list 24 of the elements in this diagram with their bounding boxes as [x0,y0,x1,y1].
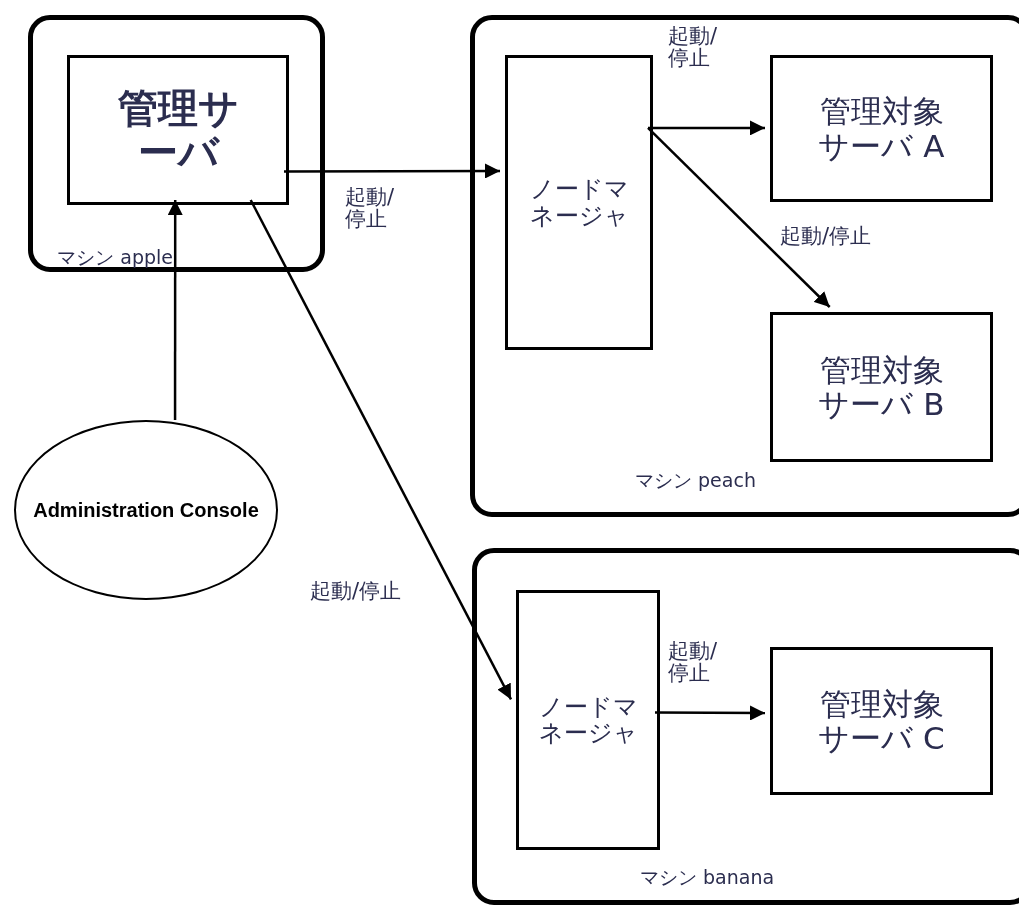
edge-label: 起動/停止 [668,640,719,685]
machine-box [472,548,1019,905]
machine-label: マシン peach [635,468,756,493]
server-box: 管理対象サーバ B [770,312,993,462]
arrow [167,200,183,420]
arrow [648,120,765,136]
console-ellipse: Administration Console [14,420,278,600]
machine-box [28,15,325,272]
server-box: 管理対象サーバ C [770,647,993,795]
edge-label: 起動/停止 [668,25,719,70]
arrow [655,705,765,721]
machine-label: マシン banana [640,865,775,890]
arrow [249,199,513,700]
edge-label: 起動/停止 [780,225,873,248]
server-box: 管理対象サーバ A [770,55,993,202]
edge-label: 起動/停止 [345,186,396,231]
node-manager-box: ノードマネージャ [505,55,653,350]
machine-box [470,15,1019,517]
arrow [284,163,500,179]
node-manager-box: ノードマネージャ [516,590,660,850]
server-box: 管理サーバ [67,55,289,205]
machine-label: マシン apple [56,245,173,270]
arrow [647,127,831,308]
edge-label: 起動/停止 [310,580,403,603]
